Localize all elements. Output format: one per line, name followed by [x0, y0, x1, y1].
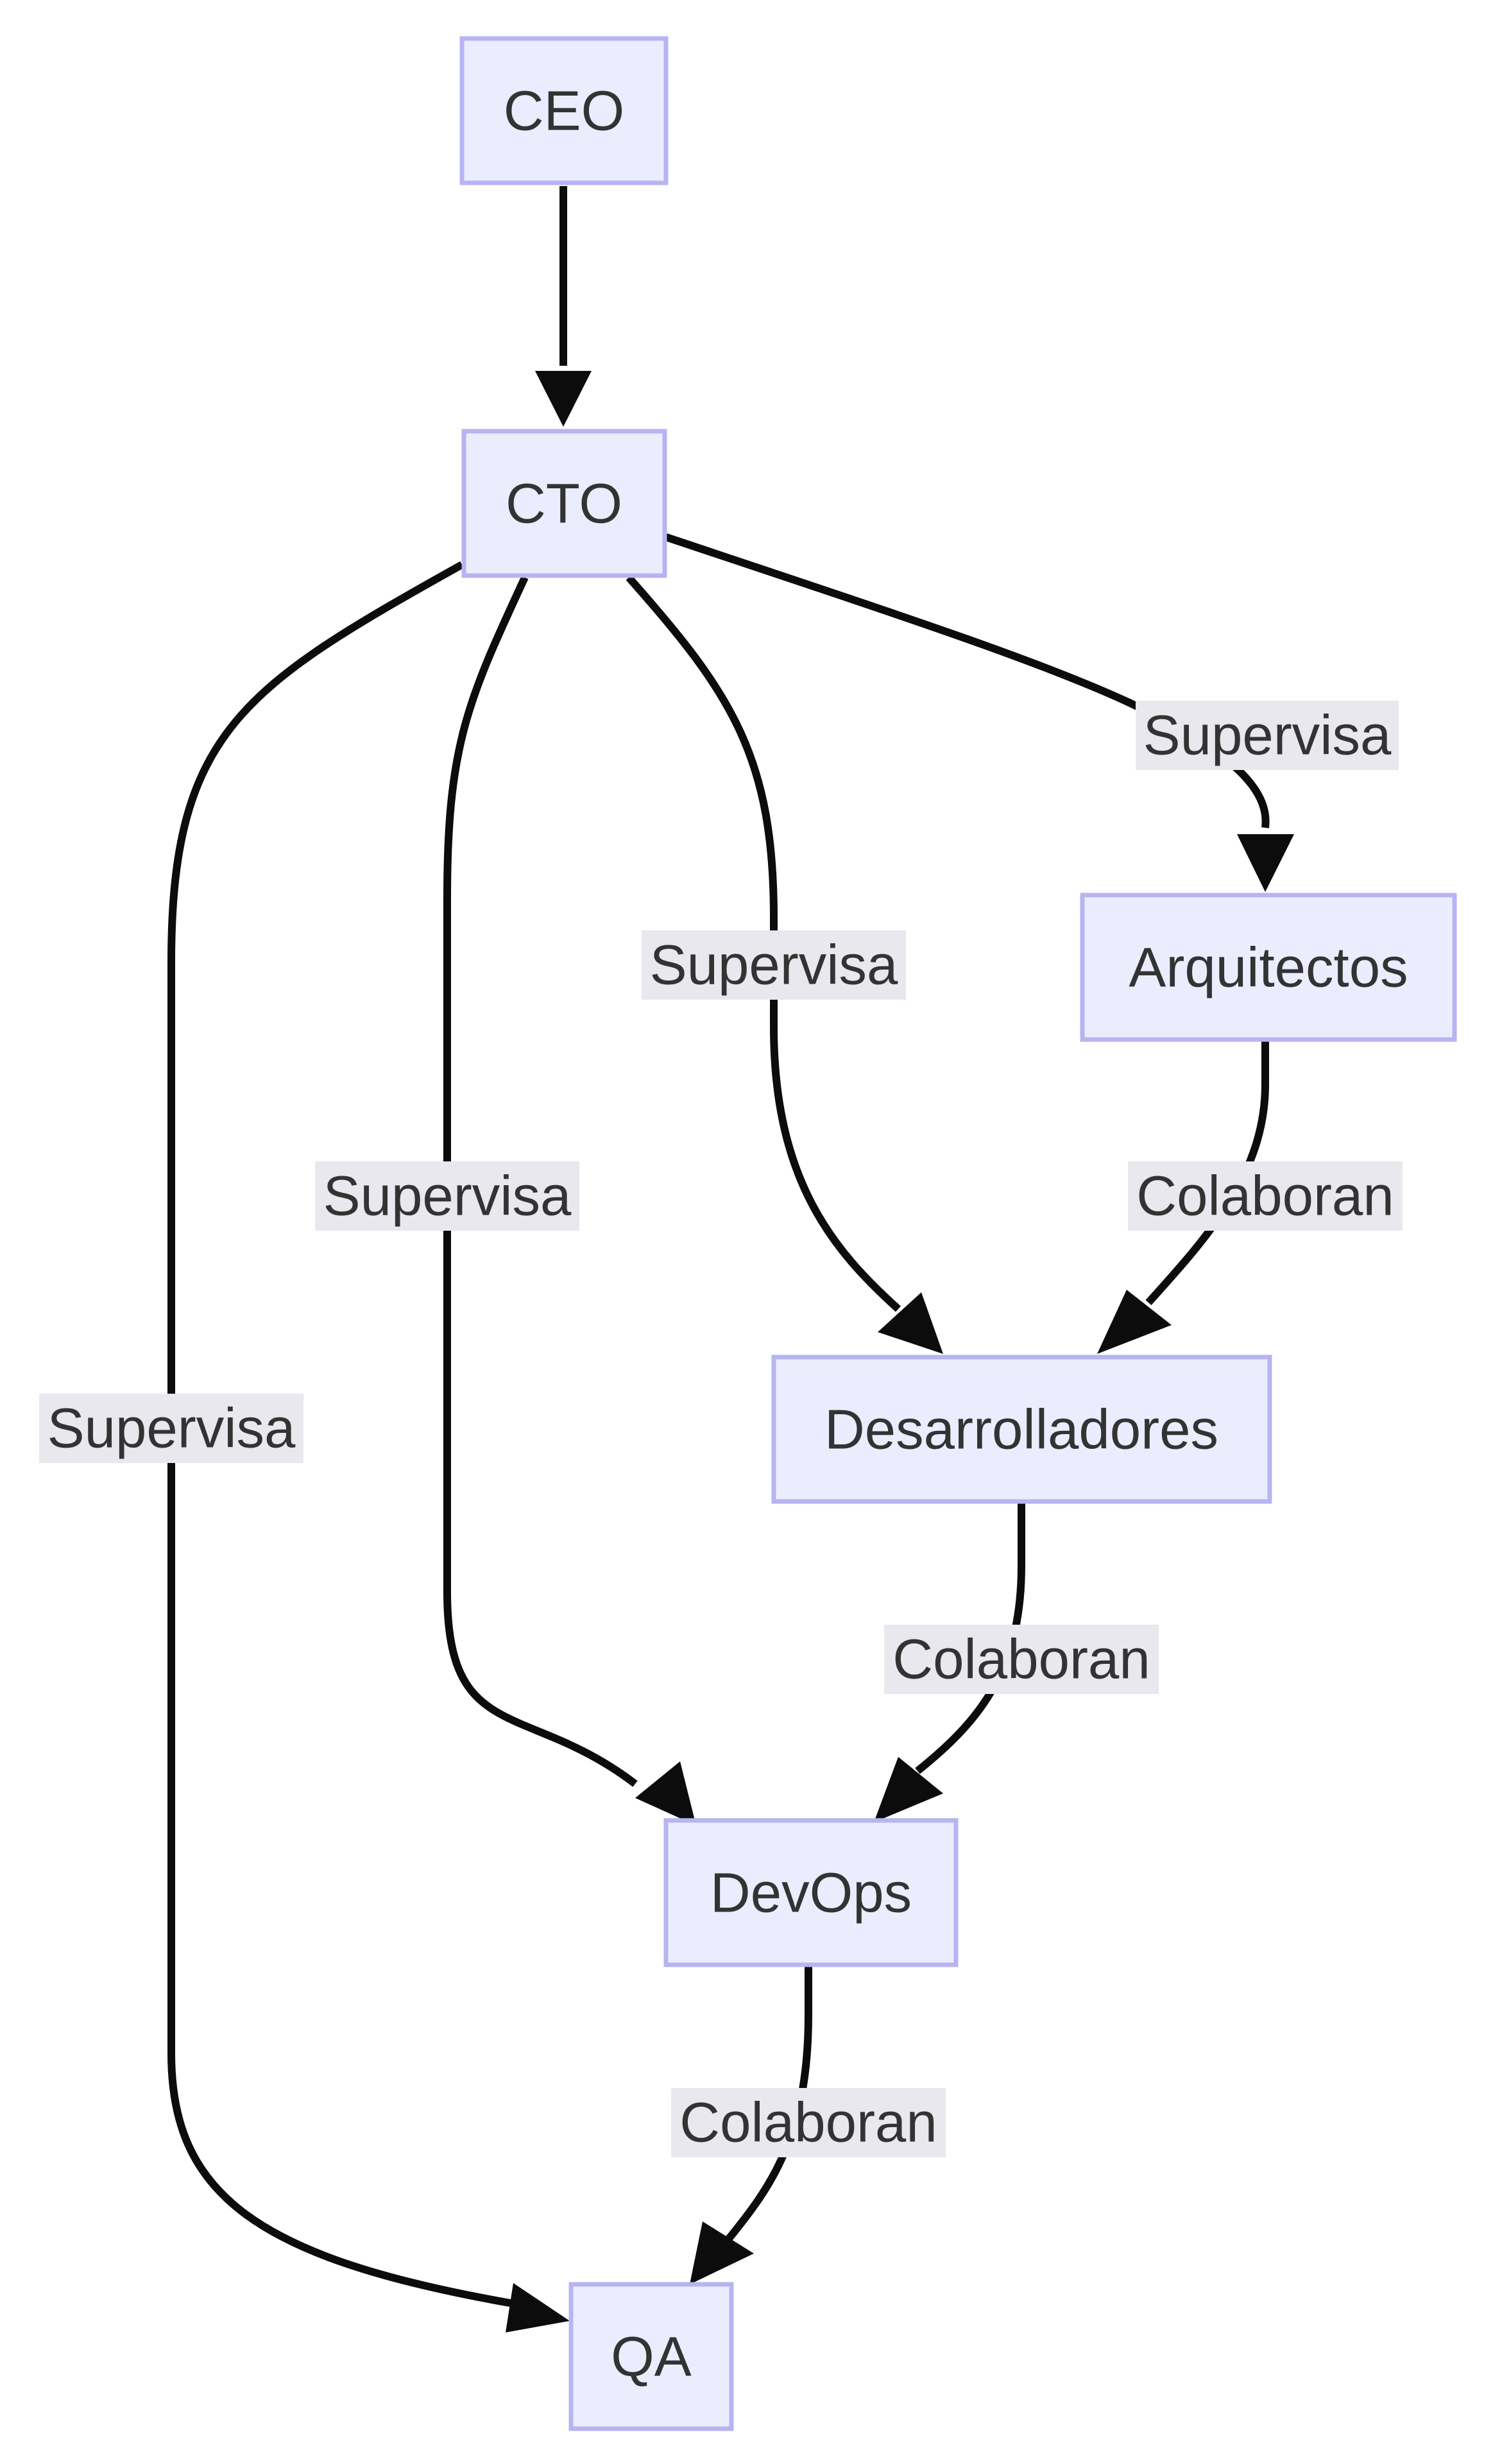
edge-cto-desarrolladores	[626, 575, 901, 1312]
edge-label-cto-qa: Supervisa	[39, 1394, 303, 1463]
edge-cto-qa-arrowhead	[506, 2283, 570, 2332]
edge-label-text: Supervisa	[323, 1165, 572, 1228]
edge-label-text: Supervisa	[1143, 705, 1392, 767]
edge-cto-devops-arrowhead	[635, 1761, 696, 1826]
edge-label-background	[39, 1394, 303, 1463]
node-label: CEO	[504, 80, 625, 142]
node-qa: QA	[568, 2282, 734, 2431]
node-box	[1080, 893, 1457, 1042]
edge-labels: Supervisa Supervisa Supervisa Supervisa …	[39, 701, 1403, 2157]
edge-label-background	[884, 1625, 1159, 1694]
edge-cto-arquitectos-arrowhead	[1237, 834, 1294, 892]
node-devops: DevOps	[663, 1818, 959, 1967]
edge-cto-desarrolladores-arrowhead	[878, 1292, 943, 1354]
node-box	[459, 36, 669, 185]
edge-label-cto-desarrolladores: Supervisa	[642, 930, 906, 1000]
edge-label-text: Colaboran	[1136, 1165, 1394, 1228]
node-desarrolladores: Desarrolladores	[771, 1355, 1272, 1504]
edge-label-cto-arquitectos: Supervisa	[1136, 701, 1399, 770]
edge-label-background	[315, 1161, 579, 1231]
edge-label-desarrolladores-devops: Colaboran	[884, 1625, 1159, 1694]
edge-label-text: Colaboran	[892, 1629, 1150, 1691]
edge-cto-qa	[167, 561, 515, 2307]
node-label: Arquitectos	[1129, 937, 1408, 999]
node-box	[771, 1355, 1272, 1504]
edge-label-text: Colaboran	[679, 2092, 937, 2154]
edge-label-text: Supervisa	[650, 934, 898, 997]
edge-label-background	[671, 2088, 946, 2157]
edge-cto-arquitectos	[665, 533, 1270, 828]
edge-ceo-cto-arrowhead	[535, 371, 592, 427]
edge-arquitectos-desarrolladores-arrowhead	[1097, 1290, 1172, 1354]
node-box	[663, 1818, 959, 1967]
node-arquitectos: Arquitectos	[1080, 893, 1457, 1042]
edge-label-background	[1128, 1161, 1403, 1231]
edge-label-background	[642, 930, 906, 1000]
node-label: CTO	[506, 473, 622, 535]
node-box	[568, 2282, 734, 2431]
node-label: QA	[611, 2326, 692, 2388]
edge-desarrolladores-devops-arrowhead	[874, 1757, 943, 1822]
node-ceo: CEO	[459, 36, 669, 185]
edge-label-cto-devops: Supervisa	[315, 1161, 579, 1231]
edge-cto-devops	[443, 576, 638, 1787]
edge-label-background	[1136, 701, 1399, 770]
node-label: DevOps	[710, 1862, 912, 1924]
edge-label-arquitectos-desarrolladores: Colaboran	[1128, 1161, 1403, 1231]
edge-label-text: Supervisa	[47, 1398, 296, 1460]
edge-devops-qa-arrowhead	[690, 2221, 754, 2284]
node-label: Desarrolladores	[824, 1399, 1218, 1461]
edge-label-devops-qa: Colaboran	[671, 2088, 946, 2157]
nodes: CEO CTO Arquitectos Desarrolladores DevO…	[459, 36, 1457, 2431]
node-box	[461, 429, 667, 578]
node-cto: CTO	[461, 429, 667, 578]
edges	[167, 186, 1294, 2332]
